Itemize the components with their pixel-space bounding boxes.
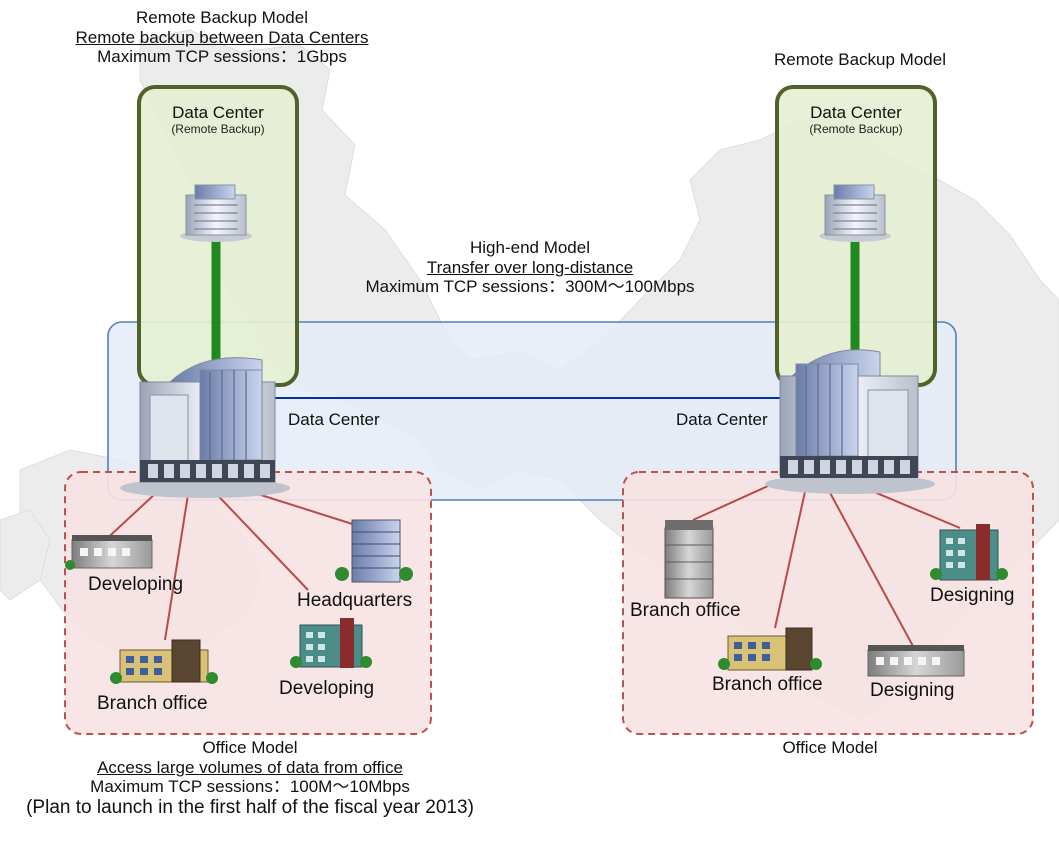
dc-title: Data Center <box>172 103 264 122</box>
headquarters-building-icon <box>335 519 413 583</box>
remote-backup-caption-left: Remote Backup Model Remote backup betwee… <box>52 8 392 67</box>
datacenter-building-icon-left <box>120 357 290 498</box>
datacenter-label-left: Data Center <box>288 410 380 429</box>
developing-building-icon-left-2 <box>290 618 372 668</box>
office-label-developing-2: Developing <box>279 678 375 699</box>
office-label-branch-office-1: Branch office <box>630 600 741 621</box>
caption-spec: Maximum TCP sessions：300M〜100Mbps <box>365 277 695 297</box>
designing-building-icon-right-1 <box>930 524 1008 581</box>
datacenter-label-right: Data Center <box>676 410 768 429</box>
caption-note: (Plan to launch in the first half of the… <box>26 796 474 818</box>
caption-title: High-end Model <box>469 238 590 257</box>
datacenter-building-icon-right <box>765 349 935 494</box>
remote-server-icon-left <box>180 184 252 242</box>
remote-dc-label-left: Data Center (Remote Backup) <box>139 103 297 136</box>
office-label-branch-office: Branch office <box>97 693 208 714</box>
caption-subtitle: Remote backup between Data Centers <box>75 27 369 47</box>
caption-spec: Maximum TCP sessions：1Gbps <box>97 47 347 67</box>
branch-office-building-icon-left <box>110 639 218 684</box>
branch-office-building-icon-right-1 <box>664 520 714 599</box>
remote-server-icon-right <box>819 184 891 242</box>
remote-backup-caption-right: Remote Backup Model <box>720 50 1000 70</box>
map-island-left <box>0 509 51 601</box>
office-label-designing-2: Designing <box>870 680 955 701</box>
remote-dc-label-right: Data Center (Remote Backup) <box>777 103 935 136</box>
office-model-caption-right: Office Model <box>700 738 960 758</box>
office-label-designing-1: Designing <box>930 585 1015 606</box>
caption-spec: Maximum TCP sessions：100M〜10Mbps <box>90 777 410 797</box>
caption-title: Office Model <box>782 738 878 757</box>
office-label-developing-1: Developing <box>88 574 184 595</box>
dc-subtitle: (Remote Backup) <box>809 121 903 136</box>
caption-subtitle: Transfer over long-distance <box>426 257 634 277</box>
dc-title: Data Center <box>810 103 902 122</box>
caption-title: Remote Backup Model <box>774 50 946 69</box>
caption-title: Office Model <box>202 738 298 757</box>
designing-building-icon-right-2 <box>867 645 965 677</box>
highend-caption: High-end Model Transfer over long-distan… <box>330 238 730 297</box>
office-label-headquarters: Headquarters <box>297 590 413 611</box>
developing-building-icon-left <box>65 535 153 570</box>
highend-model-box <box>107 321 957 501</box>
caption-subtitle: Access large volumes of data from office <box>97 757 403 777</box>
caption-title: Remote Backup Model <box>136 8 308 27</box>
branch-office-building-icon-right-2 <box>718 627 822 671</box>
office-label-branch-office-2: Branch office <box>712 674 823 695</box>
dc-subtitle: (Remote Backup) <box>171 121 265 136</box>
office-model-caption-left: Office Model Access large volumes of dat… <box>0 738 500 818</box>
